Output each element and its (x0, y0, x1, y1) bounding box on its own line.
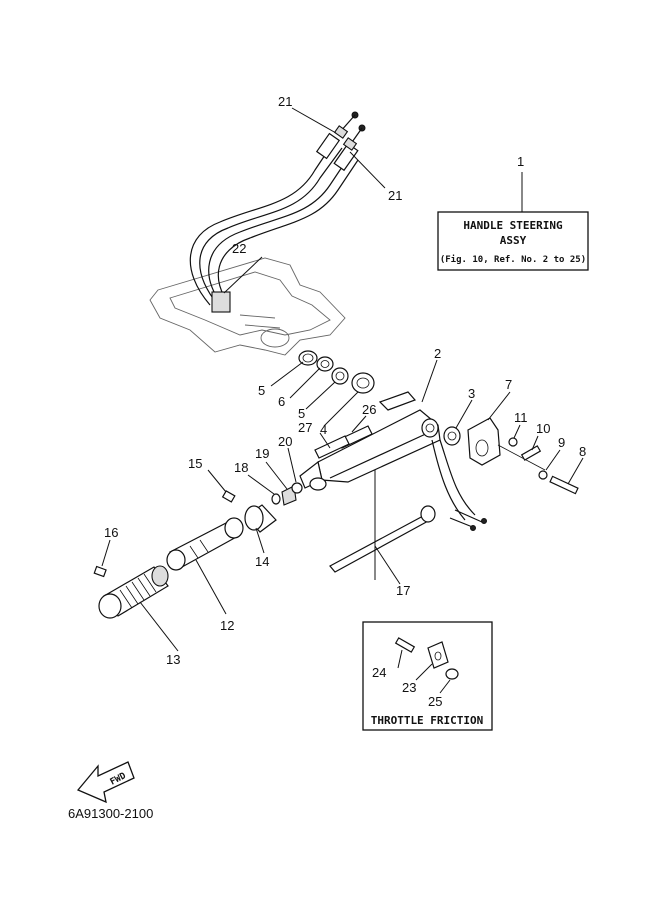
callout-9: 9 (558, 435, 565, 450)
callout-16: 16 (104, 525, 118, 540)
callout-24: 24 (372, 665, 386, 680)
callout-21-upper: 21 (278, 94, 292, 109)
callout-12: 12 (220, 618, 234, 633)
small-parts-left: 15 18 19 20 (188, 434, 303, 506)
callout-2: 2 (434, 346, 441, 361)
callout-4: 4 (320, 422, 327, 437)
assembly-box-line2: ASSY (500, 234, 527, 247)
assembly-box-line1: HANDLE STEERING (463, 219, 563, 232)
grip: 16 13 (93, 525, 180, 667)
callout-25: 25 (428, 694, 442, 709)
callout-7: 7 (505, 377, 512, 392)
callout-5-lower: 5 (298, 406, 305, 421)
callout-18: 18 (234, 460, 248, 475)
forward-arrow-icon (76, 761, 135, 804)
fwd-arrow: FWD (76, 761, 135, 804)
friction-parts-right: 3 7 11 10 9 8 (443, 377, 586, 495)
throttle-friction-box (362, 621, 493, 731)
throttle-shaft: 17 (329, 470, 436, 598)
callout-21-lower: 21 (388, 188, 402, 203)
engine-bracket-outline (149, 257, 346, 356)
callout-20: 20 (278, 434, 292, 449)
callout-5-upper: 5 (258, 383, 265, 398)
bushings: 5 6 5 4 (258, 350, 375, 437)
callout-23: 23 (402, 680, 416, 695)
callout-10: 10 (536, 421, 550, 436)
callout-8: 8 (579, 444, 586, 459)
callout-11: 11 (514, 410, 528, 425)
callout-17: 17 (396, 583, 410, 598)
callout-26: 26 (362, 402, 376, 417)
callout-3: 3 (468, 386, 475, 401)
assembly-box (437, 211, 589, 271)
callout-14: 14 (255, 554, 269, 569)
drawing-number: 6A91300-2100 (68, 806, 153, 821)
cable-grommet: 22 (211, 241, 263, 313)
callout-19: 19 (255, 446, 269, 461)
assembly-box-line3: (Fig. 10, Ref. No. 2 to 25) (440, 254, 586, 265)
steering-handle: 2 (299, 346, 487, 531)
callout-13: 13 (166, 652, 180, 667)
callout-6: 6 (278, 394, 285, 409)
callout-1: 1 (517, 154, 524, 169)
throttle-friction-title: THROTTLE FRICTION (371, 714, 484, 727)
throttle-cables: 21 21 (189, 94, 402, 306)
assembly-reference: 1 HANDLE STEERING ASSY (Fig. 10, Ref. No… (437, 154, 589, 271)
friction-collar: 14 (244, 504, 277, 569)
callout-22: 22 (232, 241, 246, 256)
callout-27: 27 (298, 420, 312, 435)
throttle-friction-inset: 24 23 25 THROTTLE FRICTION (362, 621, 493, 731)
grip-sleeve: 12 (166, 517, 244, 633)
decals: 26 27 (298, 402, 376, 459)
callout-15: 15 (188, 456, 202, 471)
